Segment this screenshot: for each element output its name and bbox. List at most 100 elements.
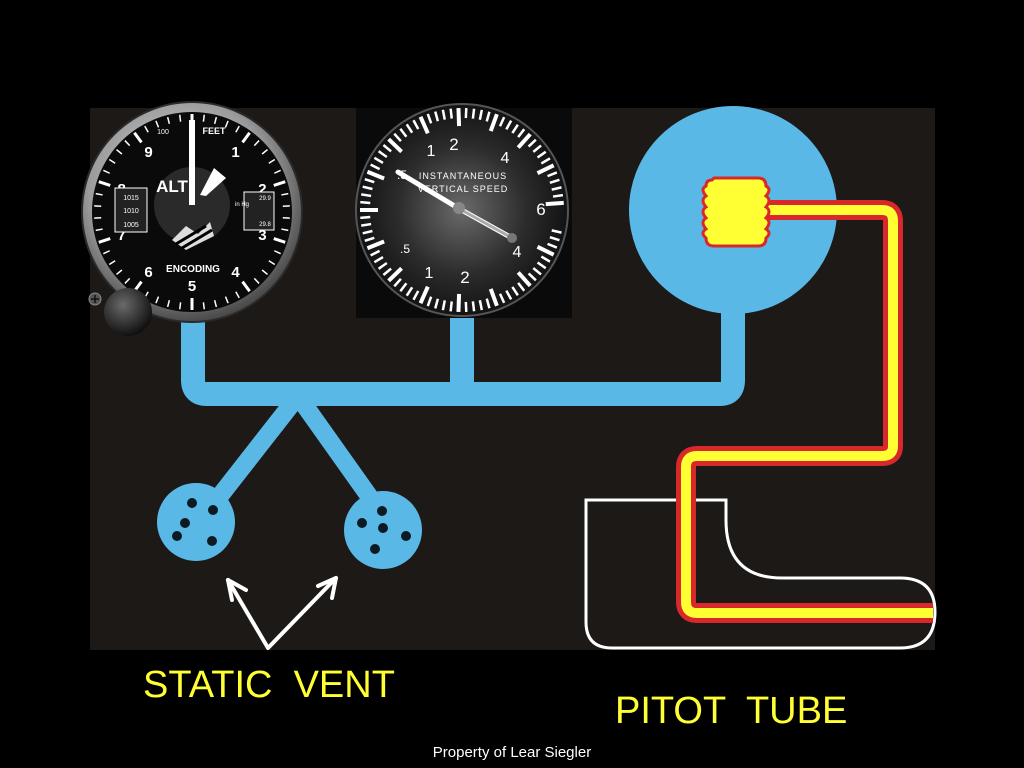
alt-number-6: 6 xyxy=(144,264,152,281)
vsi-tick-lower xyxy=(449,301,453,312)
vsi-tick-upper xyxy=(387,137,403,154)
vsi-tick-upper xyxy=(527,138,537,148)
alt-tick xyxy=(144,125,149,133)
vsi-tick-lower xyxy=(364,236,375,243)
alt-title: ALT xyxy=(156,177,188,196)
vsi-tick-lower xyxy=(478,300,484,311)
vsi-tick-upper xyxy=(399,127,408,138)
alt-tick xyxy=(95,228,103,232)
vsi-tick-lower xyxy=(373,256,384,264)
vsi-tick-upper xyxy=(405,123,414,134)
vsi-tick-lower xyxy=(517,282,526,292)
vsi-lower-05: .5 xyxy=(400,242,410,256)
vsi-tick-upper xyxy=(485,111,491,122)
vsi-tick-upper xyxy=(434,111,440,122)
pitot-line xyxy=(676,200,933,623)
vsi-tick-lower xyxy=(456,293,462,313)
alt-tick xyxy=(166,299,171,308)
vsi-tick-lower xyxy=(516,271,532,288)
vsi-tick-upper xyxy=(488,113,499,132)
vsi-tick-lower xyxy=(405,286,414,297)
vsi-tick-upper xyxy=(366,169,385,181)
alt-tick xyxy=(235,291,240,299)
vsi-tick-lower xyxy=(362,229,373,235)
alt-tick xyxy=(273,180,286,187)
vsi-tick-upper xyxy=(393,132,402,143)
vsi-tick-upper xyxy=(549,178,560,184)
alt-tick xyxy=(224,296,229,304)
vsi-tick-upper xyxy=(478,109,484,120)
vsi-lower-4: 4 xyxy=(513,244,522,261)
vsi-upper-1: 1 xyxy=(427,143,436,160)
alt-number-2: 2 xyxy=(258,181,266,198)
vsi-tick-upper xyxy=(373,156,384,164)
vsi-tick-lower xyxy=(412,290,420,301)
vsi-tick-upper xyxy=(505,120,513,130)
alt-tick xyxy=(213,299,218,308)
alt-tick xyxy=(274,250,281,255)
vsi-title-line2: VERTICAL SPEED xyxy=(418,184,509,194)
vsi-tick-lower xyxy=(382,267,392,276)
vsi-tick-upper xyxy=(511,123,519,134)
alt-number-4: 4 xyxy=(231,264,240,281)
vsi-tick-lower xyxy=(361,222,372,227)
alt-hundred: 100 xyxy=(157,129,169,136)
alt-inhg-value-1: 29.8 xyxy=(259,222,271,228)
static-lines xyxy=(181,288,745,529)
vsi-tick-lower xyxy=(387,266,403,283)
alt-tick xyxy=(155,120,160,128)
vsi-tick-lower xyxy=(377,262,388,270)
vsi-tick-lower xyxy=(540,255,551,263)
vsi-tick-upper xyxy=(426,113,433,124)
vsi-tick-upper xyxy=(532,144,542,153)
vsi-tick-lower xyxy=(488,288,499,307)
alt-tick xyxy=(178,114,182,122)
static-vent-right xyxy=(344,491,422,569)
alt-tick xyxy=(235,125,240,133)
vsi-tick-lower xyxy=(498,293,506,304)
alt-inhg-label: in Hg xyxy=(235,202,249,208)
static-vent-left xyxy=(157,483,235,561)
vsi-tick-upper xyxy=(498,116,506,127)
vsi-tick-upper xyxy=(360,200,371,205)
vsi-tick-lower xyxy=(511,286,519,297)
alt-tick xyxy=(268,260,276,266)
mb-window xyxy=(114,187,148,233)
vsi-tick-lower xyxy=(426,296,433,307)
vsi-tick-lower xyxy=(527,272,537,282)
pitot-tube-outline xyxy=(584,498,937,650)
alt-tick xyxy=(116,148,123,155)
vsi-upper-4: 4 xyxy=(501,150,510,167)
vsi-tick-lower xyxy=(505,290,513,300)
alt-tick xyxy=(261,269,268,276)
vsi-tick-upper xyxy=(362,185,373,191)
vsi-lower-2: 2 xyxy=(460,268,469,287)
vsi-tick-lower xyxy=(549,236,560,242)
vsi-tick-upper xyxy=(377,150,388,158)
alt-tick xyxy=(268,158,276,164)
vsi-tick-upper xyxy=(547,171,558,178)
alt-tick xyxy=(98,237,111,244)
alt-tick xyxy=(273,237,286,244)
alt-tick xyxy=(241,131,251,144)
alt-number-9: 9 xyxy=(144,144,152,161)
vsi-tick-lower xyxy=(366,239,385,251)
vsi-tick-lower xyxy=(393,277,402,288)
alt-encoding: ENCODING xyxy=(166,264,220,275)
vsi-tick-upper xyxy=(382,144,392,153)
vsi-tick-upper xyxy=(441,109,446,120)
vsi-tick-lower xyxy=(485,298,491,309)
alt-tick xyxy=(202,114,206,122)
vsi-tick-upper xyxy=(536,163,555,175)
alt-tick xyxy=(178,302,182,310)
alt-tick xyxy=(241,280,251,293)
static-vent-arrows xyxy=(226,576,338,650)
vsi-tick-lower xyxy=(441,300,446,311)
vsi-tick-lower xyxy=(471,301,476,312)
alt-mb-value-0: 1015 xyxy=(123,195,139,202)
alt-tick xyxy=(108,260,116,266)
alt-number-1: 1 xyxy=(231,144,239,161)
altimeter-instrument: 123456789 1015 1010 1005 in Hg 29.9 29.8… xyxy=(81,101,303,336)
vsi-tick-upper xyxy=(412,119,420,130)
